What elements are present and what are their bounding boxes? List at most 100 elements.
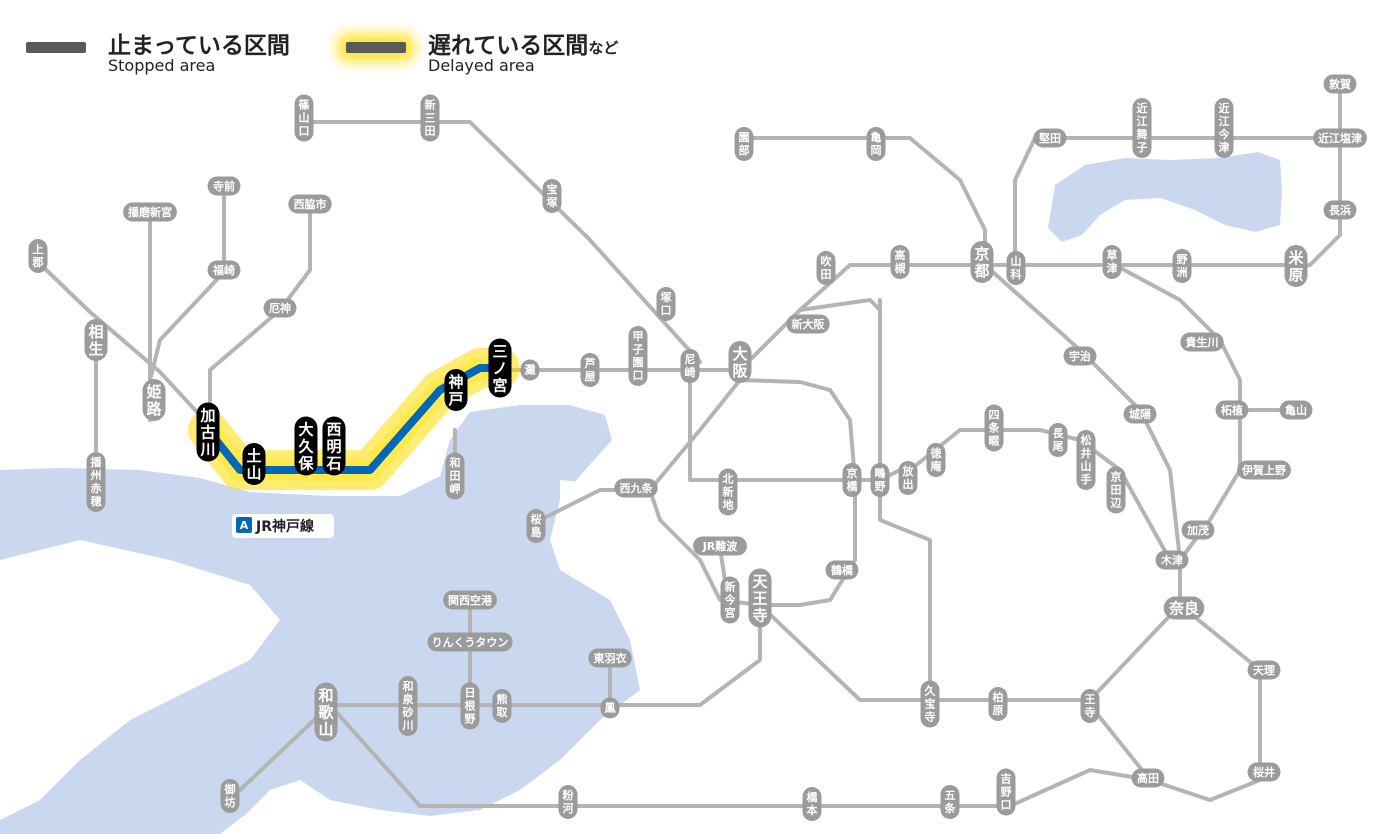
station-aioi[interactable]: 相生 — [84, 319, 108, 361]
station-nishikujo[interactable]: 西九条 — [614, 478, 658, 498]
station-shinimamiya[interactable]: 新今宮 — [720, 576, 740, 624]
station-kumatori[interactable]: 熊取 — [492, 689, 512, 723]
station-igaueno[interactable]: 伊賀上野 — [1237, 460, 1291, 480]
station-wadamisaki[interactable]: 和田岬 — [445, 452, 465, 500]
station-shinsanda[interactable]: 新三田 — [420, 94, 440, 142]
station-takarazuka[interactable]: 宝塚 — [542, 179, 562, 213]
station-name: 篠山口 — [299, 98, 310, 138]
station-rinkutown[interactable]: りんくうタウン — [427, 632, 513, 652]
station-nagao[interactable]: 長尾 — [1048, 423, 1068, 457]
station-kashiwara[interactable]: 柏原 — [988, 687, 1008, 721]
station-nishiwakishi[interactable]: 西脇市 — [288, 194, 332, 214]
station-osaka[interactable]: 大阪 — [728, 341, 752, 383]
station-omishiotsu[interactable]: 近江塩津 — [1313, 128, 1367, 148]
station-himeji[interactable]: 姫路 — [142, 379, 166, 421]
station-tsuge[interactable]: 柘植 — [1215, 400, 1249, 420]
station-shinosaka[interactable]: 新大阪 — [786, 314, 830, 334]
station-omiimazu[interactable]: 近江今津 — [1214, 98, 1234, 158]
station-kamo[interactable]: 加茂 — [1181, 520, 1215, 540]
station-higashihagoromo[interactable]: 東羽衣 — [588, 648, 632, 668]
station-kitashinchi[interactable]: 北新地 — [718, 468, 738, 516]
station-sonobe[interactable]: 園部 — [734, 127, 754, 161]
station-kyobashi[interactable]: 京橋 — [842, 463, 862, 497]
station-name: 松井山手 — [1081, 433, 1092, 486]
station-name: 芦屋 — [585, 356, 596, 383]
station-gobo[interactable]: 御坊 — [220, 779, 240, 813]
station-tsukaguchi[interactable]: 塚口 — [656, 287, 676, 321]
station-maibara[interactable]: 米原 — [1284, 245, 1308, 287]
station-kobe[interactable]: 神戸 — [444, 369, 468, 411]
station-badge — [398, 676, 418, 736]
station-okubo[interactable]: 大久保 — [294, 416, 318, 476]
station-ashiya[interactable]: 芦屋 — [580, 353, 600, 387]
station-name: 天王寺 — [752, 573, 768, 625]
station-badge — [84, 319, 108, 361]
station-uji[interactable]: 宇治 — [1063, 346, 1097, 366]
station-tsuruga[interactable]: 敦賀 — [1323, 74, 1357, 94]
station-kusatsu[interactable]: 草津 — [1102, 245, 1122, 279]
station-matsuiyamate[interactable]: 松井山手 — [1076, 430, 1096, 490]
station-shigino[interactable]: 鴫野 — [870, 463, 890, 497]
station-sasayamaguchi[interactable]: 篠山口 — [294, 94, 314, 142]
station-koshienguchi[interactable]: 甲子園口 — [628, 326, 648, 386]
station-badge — [294, 416, 318, 476]
station-kyuhoji[interactable]: 久宝寺 — [920, 680, 940, 728]
station-suita[interactable]: 吹田 — [816, 251, 836, 285]
station-banshuako[interactable]: 播州赤穂 — [86, 452, 106, 512]
station-badge — [1215, 400, 1249, 420]
station-katata[interactable]: 堅田 — [1033, 128, 1067, 148]
station-kameyama[interactable]: 亀山 — [1279, 400, 1313, 420]
station-fukusaki[interactable]: 福崎 — [207, 260, 241, 280]
station-nara[interactable]: 奈良 — [1163, 596, 1205, 620]
station-kyotanabe[interactable]: 京田辺 — [1106, 466, 1126, 514]
station-hanaten[interactable]: 放出 — [898, 461, 918, 495]
station-name: 御坊 — [224, 782, 236, 809]
station-tokuan[interactable]: 徳庵 — [926, 443, 946, 477]
station-sakurajima[interactable]: 桜島 — [526, 509, 546, 543]
station-hineno[interactable]: 日根野 — [460, 682, 480, 730]
station-izumisunagawa[interactable]: 和泉砂川 — [398, 676, 418, 736]
station-sannomiya[interactable]: 三ノ宮 — [488, 338, 512, 398]
station-otori[interactable]: 鳳 — [600, 697, 620, 719]
station-kibukawa[interactable]: 貴生川 — [1180, 332, 1224, 352]
station-yakujin[interactable]: 厄神 — [263, 298, 297, 318]
station-kyoto[interactable]: 京都 — [970, 241, 994, 283]
station-tsuruhashi[interactable]: 鶴橋 — [825, 560, 859, 580]
station-jrnamba[interactable]: JR難波 — [693, 536, 747, 556]
station-takada[interactable]: 高田 — [1131, 768, 1165, 788]
station-gojo[interactable]: 五条 — [940, 785, 960, 819]
station-yoshinoguchi[interactable]: 吉野口 — [996, 768, 1016, 816]
station-tenri[interactable]: 天理 — [1247, 660, 1281, 680]
station-joyo[interactable]: 城陽 — [1123, 404, 1157, 424]
station-name: 新三田 — [425, 98, 436, 138]
station-nishiakashi[interactable]: 西明石 — [322, 416, 346, 476]
station-kakogawa[interactable]: 加古川 — [196, 402, 220, 462]
station-tennoji[interactable]: 天王寺 — [748, 568, 772, 628]
station-badge — [123, 202, 177, 222]
station-wakayama[interactable]: 和歌山 — [314, 682, 338, 742]
station-kameoka[interactable]: 亀岡 — [866, 127, 886, 161]
station-tsuchiyama[interactable]: 土山 — [242, 443, 266, 485]
station-hashimoto[interactable]: 橋本 — [802, 787, 822, 821]
station-yamashina[interactable]: 山科 — [1006, 251, 1026, 285]
station-kokawa[interactable]: 粉河 — [558, 785, 578, 819]
station-badge — [984, 404, 1004, 452]
line-symbol-box — [236, 517, 252, 533]
station-takatsuki[interactable]: 高槻 — [890, 245, 910, 279]
station-oji[interactable]: 王寺 — [1080, 689, 1100, 723]
station-sakurai[interactable]: 桜井 — [1247, 762, 1281, 782]
station-nagahama[interactable]: 長浜 — [1323, 200, 1357, 220]
station-kansaikuko[interactable]: 関西空港 — [443, 590, 497, 610]
station-harimashinguu[interactable]: 播磨新宮 — [123, 202, 177, 222]
station-amagasaki[interactable]: 尼崎 — [680, 349, 700, 383]
station-nada[interactable]: 灘 — [520, 359, 540, 381]
station-name: 和歌山 — [318, 687, 334, 739]
station-kamigori[interactable]: 上郡 — [28, 239, 48, 273]
station-omimaiko[interactable]: 近江舞子 — [1132, 98, 1152, 158]
station-shijonawate[interactable]: 四条畷 — [984, 404, 1004, 452]
station-kizu[interactable]: 木津 — [1155, 550, 1189, 570]
station-badge — [842, 463, 862, 497]
station-teramae[interactable]: 寺前 — [207, 176, 241, 196]
station-yasu[interactable]: 野洲 — [1172, 249, 1192, 283]
